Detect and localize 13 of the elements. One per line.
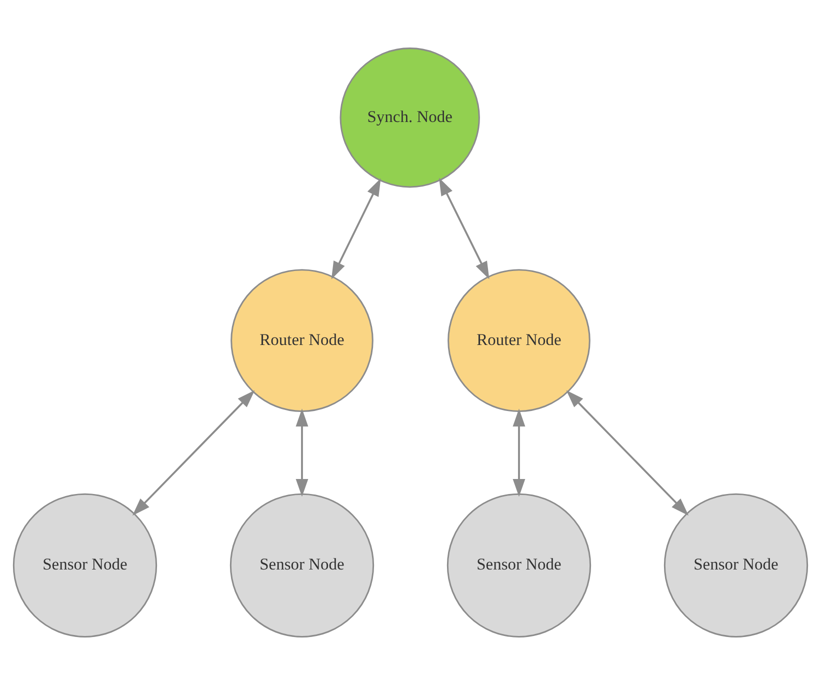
arrow [512,408,526,497]
arrow [566,390,689,516]
node-circle: Sensor Node [12,493,158,638]
arrow [296,408,308,497]
arrow [438,178,490,280]
arrow [331,178,381,280]
node-circle: Synch. Node [340,48,480,188]
node-circle: Router Node [448,269,590,412]
node-circle: Sensor Node [446,493,592,638]
node-circle: Router Node [230,269,374,412]
node-circle: Sensor Node [230,493,374,638]
node-circle: Sensor Node [664,493,808,638]
arrow [132,390,255,516]
